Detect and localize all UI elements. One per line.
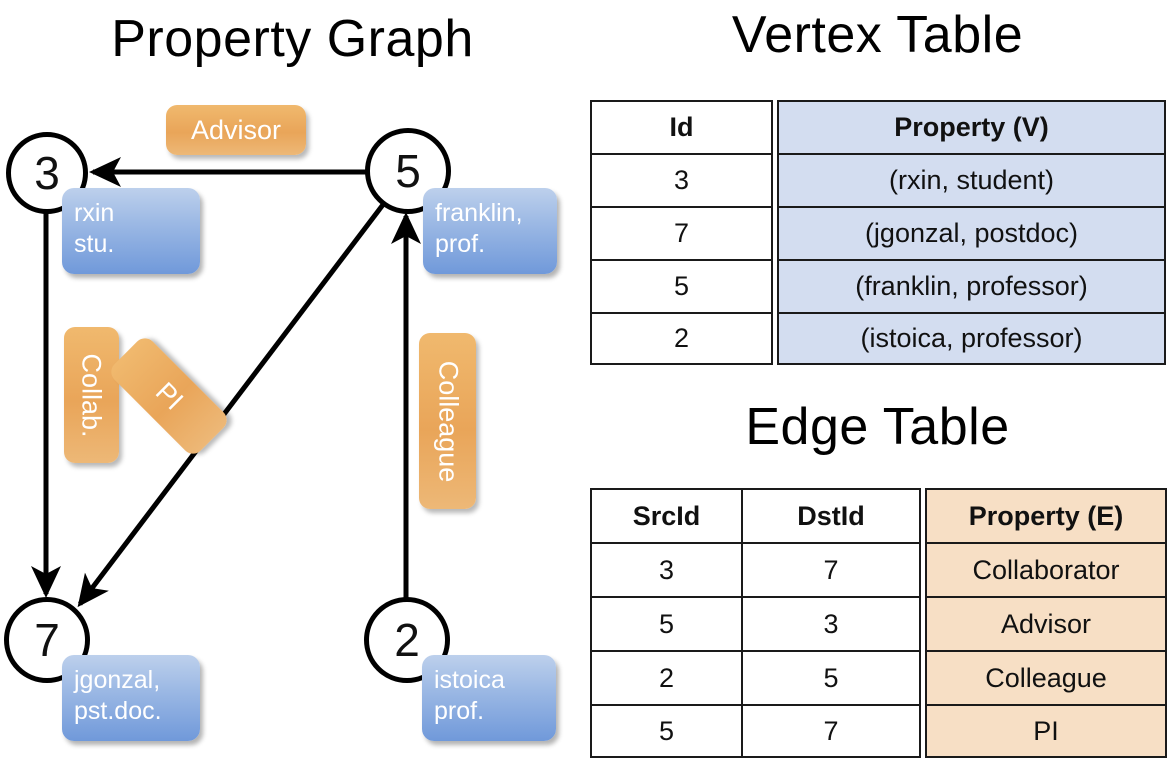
edge-table-cell-dstid: 5: [741, 650, 921, 704]
graph-node-2[interactable]: 2: [364, 597, 450, 683]
edge-table-cell-property: Collaborator: [925, 542, 1167, 596]
vertex-table-cell-property: (franklin, professor): [777, 259, 1166, 312]
edge-table-cell-srcid: 2: [590, 650, 743, 704]
page-title-edge-table: Edge Table: [745, 398, 1010, 456]
edge-label-colleague-text: Colleague: [433, 360, 463, 482]
page-title-property-graph: Property Graph: [111, 10, 474, 68]
edge-label-collaborator: Collab.: [64, 327, 119, 463]
vertex-table-cell-property: (istoica, professor): [777, 312, 1166, 365]
graph-node-3-prop-line1: rxin: [74, 199, 115, 227]
graph-node-2-prop-line1: istoica: [434, 666, 505, 694]
graph-node-5[interactable]: 5: [365, 128, 451, 214]
vertex-table-cell-id: 7: [590, 206, 773, 259]
edge-label-advisor: Advisor: [166, 105, 306, 155]
graph-node-3-property-box: rxin stu.: [62, 188, 200, 274]
edge-line-pi: [77, 200, 387, 608]
graph-node-2-label: 2: [394, 614, 420, 666]
vertex-table-cell-id: 3: [590, 153, 773, 206]
vertex-table-header-id: Id: [590, 100, 773, 153]
vertex-table-column-id: Id 3 7 5 2: [590, 100, 773, 365]
graph-node-7-prop-line1: jgonzal,: [74, 666, 161, 694]
vertex-table-header-property: Property (V): [777, 100, 1166, 153]
edge-table-header-dstid: DstId: [741, 488, 921, 542]
edge-table-cell-srcid: 5: [590, 704, 743, 758]
edge-label-collaborator-text: Collab.: [77, 352, 108, 438]
graph-node-7-property-box: jgonzal, pst.doc.: [62, 655, 200, 741]
edge-table-cell-dstid: 3: [741, 596, 921, 650]
page-title-vertex-table: Vertex Table: [731, 6, 1024, 64]
graph-node-2-property-box: istoica prof.: [422, 655, 556, 741]
edge-table-cell-property: Colleague: [925, 650, 1167, 704]
edge-table-cell-srcid: 5: [590, 596, 743, 650]
edge-label-advisor-text: Advisor: [190, 114, 282, 145]
edge-table-cell-property: PI: [925, 704, 1167, 758]
edge-table: SrcId 3 5 2 5 DstId 7 3 5 7 Property (E)…: [590, 488, 1167, 758]
edge-table-cell-dstid: 7: [741, 704, 921, 758]
vertex-table: Id 3 7 5 2 Property (V) (rxin, student) …: [590, 100, 1166, 365]
edge-table-cell-srcid: 3: [590, 542, 743, 596]
graph-node-5-property-box: franklin, prof.: [423, 188, 557, 274]
vertex-table-cell-property: (jgonzal, postdoc): [777, 206, 1166, 259]
graph-node-5-prop-line2: prof.: [435, 230, 486, 258]
edge-table-column-dstid: DstId 7 3 5 7: [741, 488, 921, 758]
edge-label-colleague: Colleague: [419, 333, 476, 509]
edge-table-column-srcid: SrcId 3 5 2 5: [590, 488, 743, 758]
vertex-table-column-property: Property (V) (rxin, student) (jgonzal, p…: [777, 100, 1166, 365]
vertex-table-cell-id: 2: [590, 312, 773, 365]
vertex-table-cell-property: (rxin, student): [777, 153, 1166, 206]
edge-table-header-srcid: SrcId: [590, 488, 743, 542]
graph-node-5-label: 5: [395, 145, 421, 197]
edge-table-column-property: Property (E) Collaborator Advisor Collea…: [925, 488, 1167, 758]
edge-table-header-property: Property (E): [925, 488, 1167, 542]
graph-node-2-prop-line2: prof.: [434, 697, 485, 725]
vertex-table-cell-id: 5: [590, 259, 773, 312]
edge-label-pi-text: PI: [149, 376, 189, 416]
edge-table-cell-dstid: 7: [741, 542, 921, 596]
graph-node-3-label: 3: [34, 147, 60, 199]
graph-node-7-label: 7: [34, 614, 60, 666]
graph-edges-canvas: [31, 157, 421, 608]
graph-node-3-prop-line2: stu.: [74, 230, 115, 258]
edge-table-cell-property: Advisor: [925, 596, 1167, 650]
graph-node-7-prop-line2: pst.doc.: [74, 697, 162, 725]
graph-node-5-prop-line1: franklin,: [435, 199, 523, 227]
